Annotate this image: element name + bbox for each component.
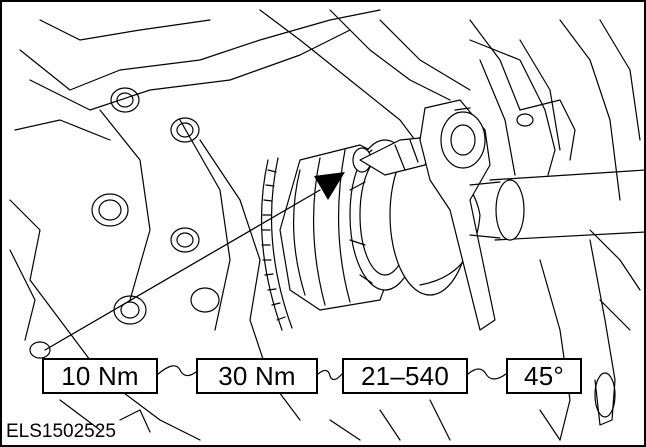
torque-value-10nm: 10 Nm	[42, 358, 158, 394]
reluctor-ring	[260, 157, 293, 331]
callout-leader-line	[44, 189, 321, 351]
torque-value-30nm: 30 Nm	[196, 358, 318, 394]
figure-id-label: ELS1502525	[6, 421, 116, 442]
special-tool-number: 21–540	[342, 358, 468, 394]
torque-angle: 45°	[506, 358, 582, 394]
strut-bracket	[469, 39, 616, 441]
extension-bar	[469, 169, 646, 241]
casting-background	[9, 9, 641, 441]
torque-wrench	[359, 99, 496, 331]
callout-arrowhead	[314, 172, 345, 200]
callout-connectors	[119, 365, 507, 433]
